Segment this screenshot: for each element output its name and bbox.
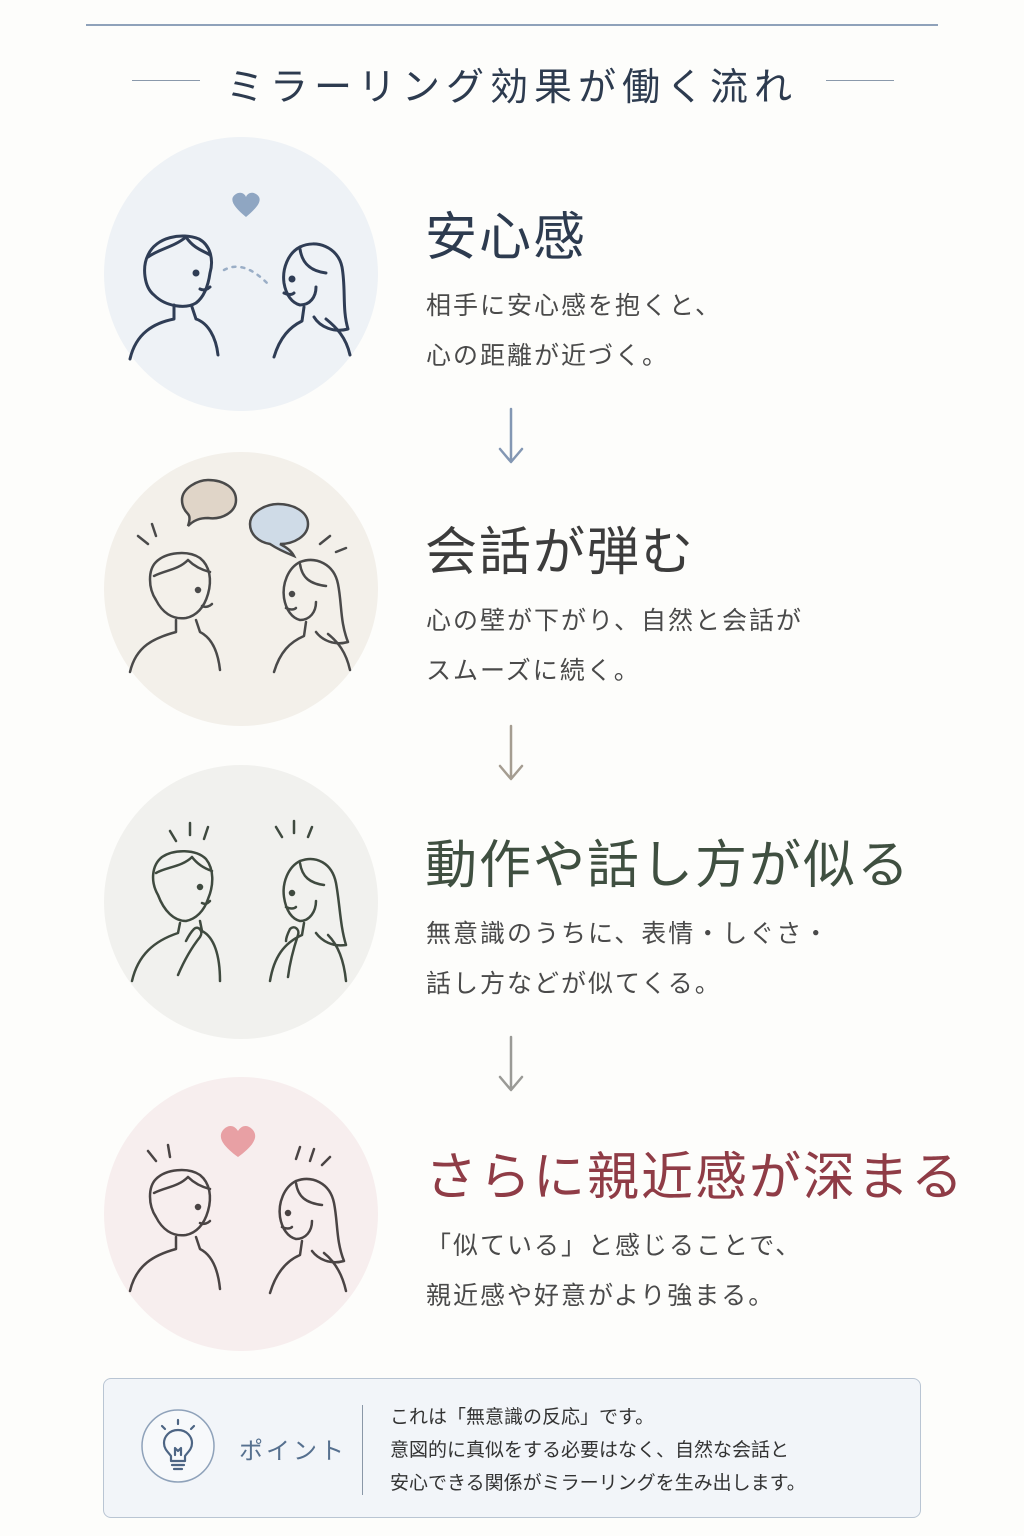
step-2-illustration — [104, 452, 378, 726]
step-4-illustration — [104, 1077, 378, 1351]
point-line-2: 意図的に真似をする必要はなく、自然な会話と — [390, 1439, 790, 1461]
down-arrow-icon — [498, 1035, 524, 1092]
step-2-desc-line-2: スムーズに続く。 — [426, 656, 641, 685]
down-arrow-icon — [498, 724, 524, 781]
lightbulb-icon — [141, 1409, 215, 1483]
down-arrow-icon — [498, 407, 524, 464]
two-people-heart-icon — [104, 137, 378, 411]
top-divider — [86, 24, 938, 26]
title-rule-right — [826, 80, 894, 81]
two-people-pink-heart-icon — [104, 1077, 378, 1351]
step-2: 会話が弾む 心の壁が下がり、自然と会話が スムーズに続く。 — [0, 452, 1024, 732]
step-1-desc-line-1: 相手に安心感を抱くと、 — [426, 291, 723, 320]
step-3: 動作や話し方が似る 無意識のうちに、表情・しぐさ・ 話し方などが似てくる。 — [0, 765, 1024, 1045]
step-1: 安心感 相手に安心感を抱くと、 心の距離が近づく。 — [0, 137, 1024, 417]
step-4: さらに親近感が深まる 「似ている」と感じることで、 親近感や好意がより強まる。 — [0, 1077, 1024, 1357]
step-1-desc-line-2: 心の距離が近づく。 — [426, 341, 670, 370]
two-people-speech-bubbles-icon — [104, 452, 378, 726]
step-1-description: 相手に安心感を抱くと、 心の距離が近づく。 — [426, 281, 946, 381]
point-text: これは「無意識の反応」です。 意図的に真似をする必要はなく、自然な会話と 安心で… — [390, 1401, 806, 1500]
step-4-desc-line-1: 「似ている」と感じることで、 — [426, 1231, 803, 1260]
page-title: ミラーリング効果が働く流れ — [225, 65, 798, 109]
step-3-illustration — [104, 765, 378, 1039]
step-4-title: さらに親近感が深まる — [425, 1148, 966, 1208]
point-box: ポイント これは「無意識の反応」です。 意図的に真似をする必要はなく、自然な会話… — [103, 1378, 921, 1518]
step-1-illustration — [104, 137, 378, 411]
step-2-desc-line-1: 心の壁が下がり、自然と会話が — [426, 606, 804, 635]
step-3-desc-line-1: 無意識のうちに、表情・しぐさ・ — [426, 919, 831, 948]
step-4-desc-line-2: 親近感や好意がより強まる。 — [426, 1281, 776, 1310]
step-3-description: 無意識のうちに、表情・しぐさ・ 話し方などが似てくる。 — [426, 909, 946, 1009]
point-label: ポイント — [239, 1437, 347, 1465]
title-rule-left — [132, 80, 200, 81]
point-divider — [362, 1405, 363, 1495]
point-line-1: これは「無意識の反応」です。 — [390, 1406, 655, 1428]
step-3-desc-line-2: 話し方などが似てくる。 — [426, 969, 722, 998]
two-people-thinking-icon — [104, 765, 378, 1039]
title-block: ミラーリング効果が働く流れ — [0, 52, 1024, 109]
step-2-title: 会話が弾む — [425, 523, 696, 583]
step-3-title: 動作や話し方が似る — [425, 836, 912, 896]
step-1-title: 安心感 — [425, 208, 588, 268]
step-4-description: 「似ている」と感じることで、 親近感や好意がより強まる。 — [426, 1221, 946, 1321]
step-2-description: 心の壁が下がり、自然と会話が スムーズに続く。 — [426, 596, 946, 696]
point-line-3: 安心できる関係がミラーリングを生み出します。 — [390, 1472, 806, 1494]
